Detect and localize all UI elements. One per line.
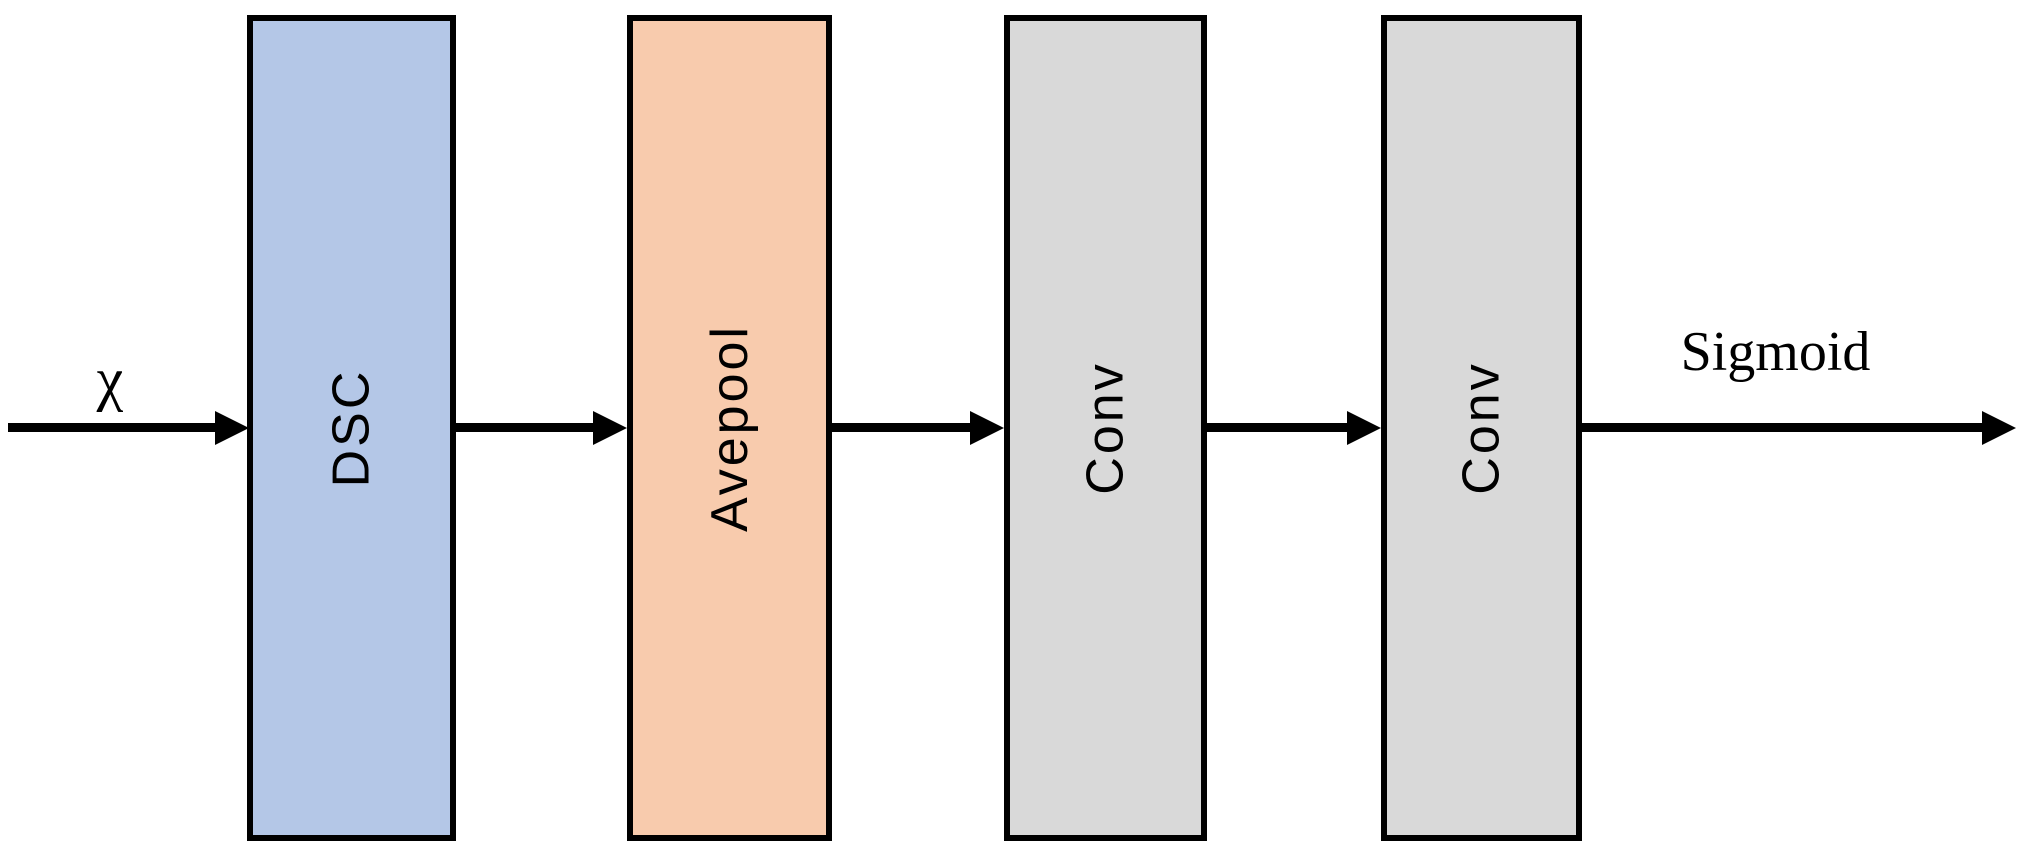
arrow-avepool-to-conv1-head-icon bbox=[970, 411, 1004, 445]
arrow-dsc-to-avepool-head-icon bbox=[593, 411, 627, 445]
output-arrow-line bbox=[1576, 423, 1982, 432]
input-arrow-line bbox=[8, 423, 215, 432]
arrow-avepool-to-conv1-line bbox=[828, 423, 970, 432]
arrow-dsc-to-avepool-line bbox=[450, 423, 593, 432]
output-arrowhead-icon bbox=[1982, 411, 2016, 445]
block-conv2: Conv bbox=[1381, 15, 1582, 841]
arrow-conv1-to-conv2-head-icon bbox=[1347, 411, 1381, 445]
block-avepool-label: Avepool bbox=[700, 324, 759, 532]
input-label-chi: χ bbox=[96, 346, 124, 412]
block-conv1-label: Conv bbox=[1076, 361, 1135, 495]
block-conv2-label: Conv bbox=[1452, 361, 1511, 495]
block-avepool: Avepool bbox=[627, 15, 832, 841]
block-conv1: Conv bbox=[1004, 15, 1207, 841]
arrow-conv1-to-conv2-line bbox=[1201, 423, 1347, 432]
output-label-sigmoid: Sigmoid bbox=[1680, 321, 1871, 383]
input-arrowhead-icon bbox=[215, 411, 249, 445]
block-dsc-label: DSC bbox=[322, 368, 381, 488]
block-dsc: DSC bbox=[247, 15, 456, 841]
